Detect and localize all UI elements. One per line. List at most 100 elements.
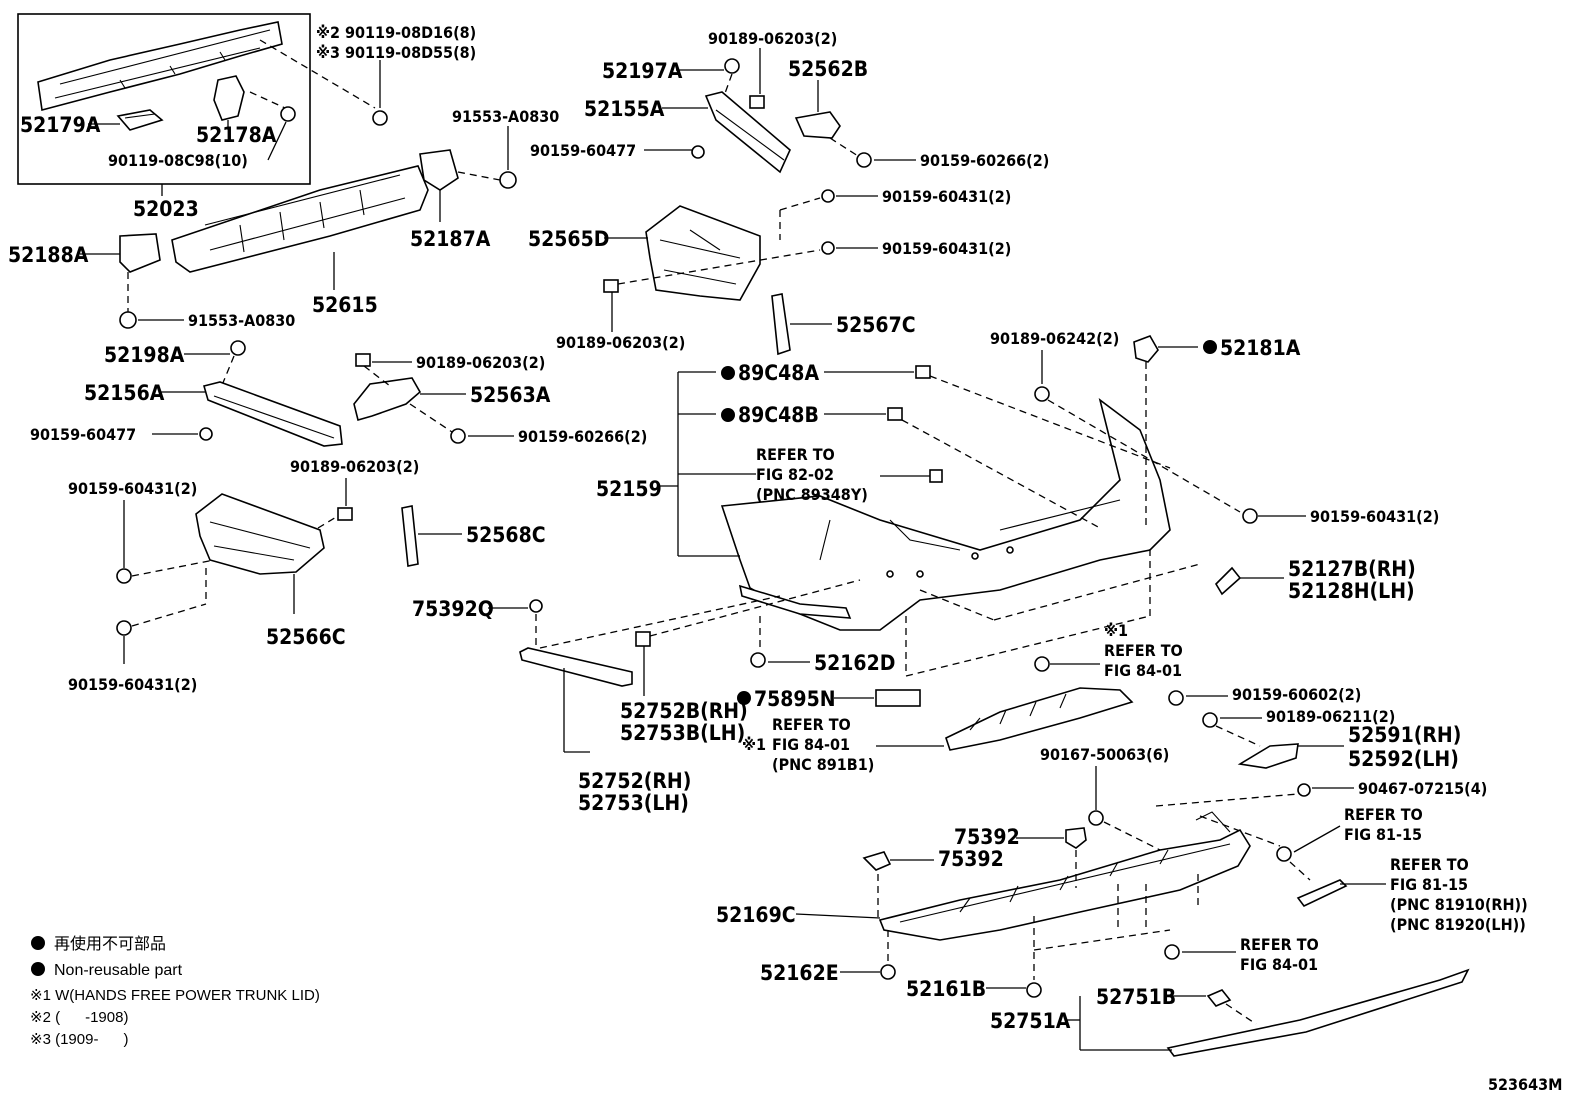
- label-90159-60266-lower: 90159-60266(2): [518, 427, 647, 446]
- label-75895N: 75895N: [754, 687, 836, 711]
- label-90159-60477-upper: 90159-60477: [530, 141, 636, 160]
- label-52162E: 52162E: [760, 961, 839, 985]
- clip-90159-60477-lower: [199, 427, 213, 441]
- label-52566C: 52566C: [266, 625, 346, 649]
- label-91553-A0830-lower: 91553-A0830: [188, 311, 295, 330]
- label-90189-06242: 90189-06242(2): [990, 329, 1119, 348]
- refer-fig-84-01-a-line1: REFER TO: [1104, 641, 1183, 660]
- note-mark-2: ※2: [316, 23, 340, 42]
- clip-75392Q: [529, 599, 543, 613]
- clip-52752B: [635, 631, 651, 647]
- bolt-90119-08C98: [280, 106, 296, 122]
- refer-fig-81-15-a-line1: REFER TO: [1344, 805, 1423, 824]
- label-90159-60431-b: 90159-60431(2): [882, 239, 1011, 258]
- label-90159-60431-a: 90159-60431(2): [882, 187, 1011, 206]
- clip-52162E: [880, 964, 896, 980]
- label-52179A: 52179A: [20, 113, 101, 137]
- label-90119-08D55: 90119-08D55(8): [345, 43, 476, 62]
- refer-fig-84-01-b-line2: FIG 84-01: [772, 735, 850, 754]
- legend-note-3: ※3 (1909- ): [30, 1031, 128, 1048]
- bracket-52565D: [645, 205, 761, 301]
- label-52128H: 52128H(LH): [1288, 579, 1415, 603]
- label-52563A: 52563A: [470, 383, 551, 407]
- label-52567C: 52567C: [836, 313, 916, 337]
- clip-81-15: [1276, 846, 1292, 862]
- refer-fig-84-01-a-line2: FIG 84-01: [1104, 661, 1182, 680]
- legend-note-1: ※1 W(HANDS FREE POWER TRUNK LID): [30, 987, 320, 1004]
- subassembly-box: [17, 13, 311, 185]
- nut-90189-06203-mid: [603, 279, 619, 293]
- bumper-cover-52159: [720, 398, 1171, 631]
- bolt-90119-08D16: [372, 110, 388, 126]
- label-52162D: 52162D: [814, 651, 895, 675]
- label-90159-60602: 90159-60602(2): [1232, 685, 1361, 704]
- screw-90159-60431-d: [116, 620, 132, 636]
- label-52181A: 52181A: [1220, 336, 1301, 360]
- label-52169C: 52169C: [716, 903, 796, 927]
- label-52592: 52592(LH): [1348, 747, 1459, 771]
- bracket-52181A: [1133, 335, 1159, 363]
- label-52753: 52753(LH): [578, 791, 689, 815]
- refer-fig-84-01-c-line1: REFER TO: [1240, 935, 1319, 954]
- nonreusable-dot-89C48A: [721, 366, 735, 380]
- refer-fig-82-02-line3: (PNC 89348Y): [756, 485, 868, 504]
- nonreusable-dot-89C48B: [721, 408, 735, 422]
- screw-90467-07215: [1297, 783, 1311, 797]
- legend-nonreusable-en: Non-reusable part: [54, 962, 183, 979]
- retainer-52155A: [704, 91, 791, 174]
- label-52127B: 52127B(RH): [1288, 557, 1416, 581]
- label-52023: 52023: [133, 197, 199, 221]
- label-52197A: 52197A: [602, 59, 683, 83]
- bracket-52562B: [794, 111, 841, 139]
- label-52161B: 52161B: [906, 977, 986, 1001]
- refer-fig-84-01-b-line1: REFER TO: [772, 715, 851, 734]
- figure-id: 523643M: [1488, 1075, 1562, 1094]
- clip-89348Y: [929, 469, 943, 483]
- note-mark-1-a: ※1: [1104, 621, 1128, 640]
- label-90189-06211: 90189-06211(2): [1266, 707, 1395, 726]
- label-75392Q: 75392Q: [412, 597, 494, 621]
- lower-cover-52169C: [878, 811, 1251, 941]
- bracket-52187A: [419, 149, 459, 191]
- note-mark-1-b: ※1: [742, 735, 766, 754]
- label-52159: 52159: [596, 477, 662, 501]
- legend-dot-2: [31, 962, 45, 976]
- label-90467-07215: 90467-07215(4): [1358, 779, 1487, 798]
- label-90167-50063: 90167-50063(6): [1040, 745, 1169, 764]
- label-90189-06203-mid: 90189-06203(2): [556, 333, 685, 352]
- screw-90167-50063: [1088, 810, 1104, 826]
- clip-84-01-c: [1164, 944, 1180, 960]
- screw-90159-60266-upper: [856, 152, 872, 168]
- screw-90159-60602: [1168, 690, 1184, 706]
- clip-75392-a: [1065, 827, 1087, 849]
- clip-52197A: [724, 58, 740, 74]
- label-52565D: 52565D: [528, 227, 609, 251]
- refer-fig-81-15-b-line4: (PNC 81920(LH)): [1390, 915, 1526, 934]
- refer-fig-84-01-c-line2: FIG 84-01: [1240, 955, 1318, 974]
- refer-fig-81-15-a-line2: FIG 81-15: [1344, 825, 1422, 844]
- clip-52198A: [230, 340, 246, 356]
- label-52615: 52615: [312, 293, 378, 317]
- refer-fig-81-15-b-line3: (PNC 81910(RH)): [1390, 895, 1528, 914]
- label-52178A: 52178A: [196, 123, 277, 147]
- label-90189-06203-left: 90189-06203(2): [416, 353, 545, 372]
- label-90119-08C98: 90119-08C98(10): [108, 151, 248, 170]
- bracket-52568C: [401, 505, 419, 567]
- wire-harness-891B1: [945, 687, 1134, 751]
- retainer-52156A: [203, 381, 343, 447]
- bracket-52178A: [213, 75, 245, 121]
- reflector-52752: [519, 647, 633, 687]
- clip-84-01-a: [1034, 656, 1050, 672]
- label-90189-06203-lower: 90189-06203(2): [290, 457, 419, 476]
- legend-dot-1: [31, 936, 45, 950]
- label-90159-60477-lower: 90159-60477: [30, 425, 136, 444]
- label-90159-60431-c: 90159-60431(2): [68, 479, 197, 498]
- label-52751B: 52751B: [1096, 985, 1176, 1009]
- clip-90189-06211: [1202, 712, 1218, 728]
- bracket-52566C: [195, 493, 325, 575]
- label-52187A: 52187A: [410, 227, 491, 251]
- bracket-52563A: [353, 377, 422, 421]
- label-90189-06203-top: 90189-06203(2): [708, 29, 837, 48]
- label-75392-b: 75392: [938, 847, 1004, 871]
